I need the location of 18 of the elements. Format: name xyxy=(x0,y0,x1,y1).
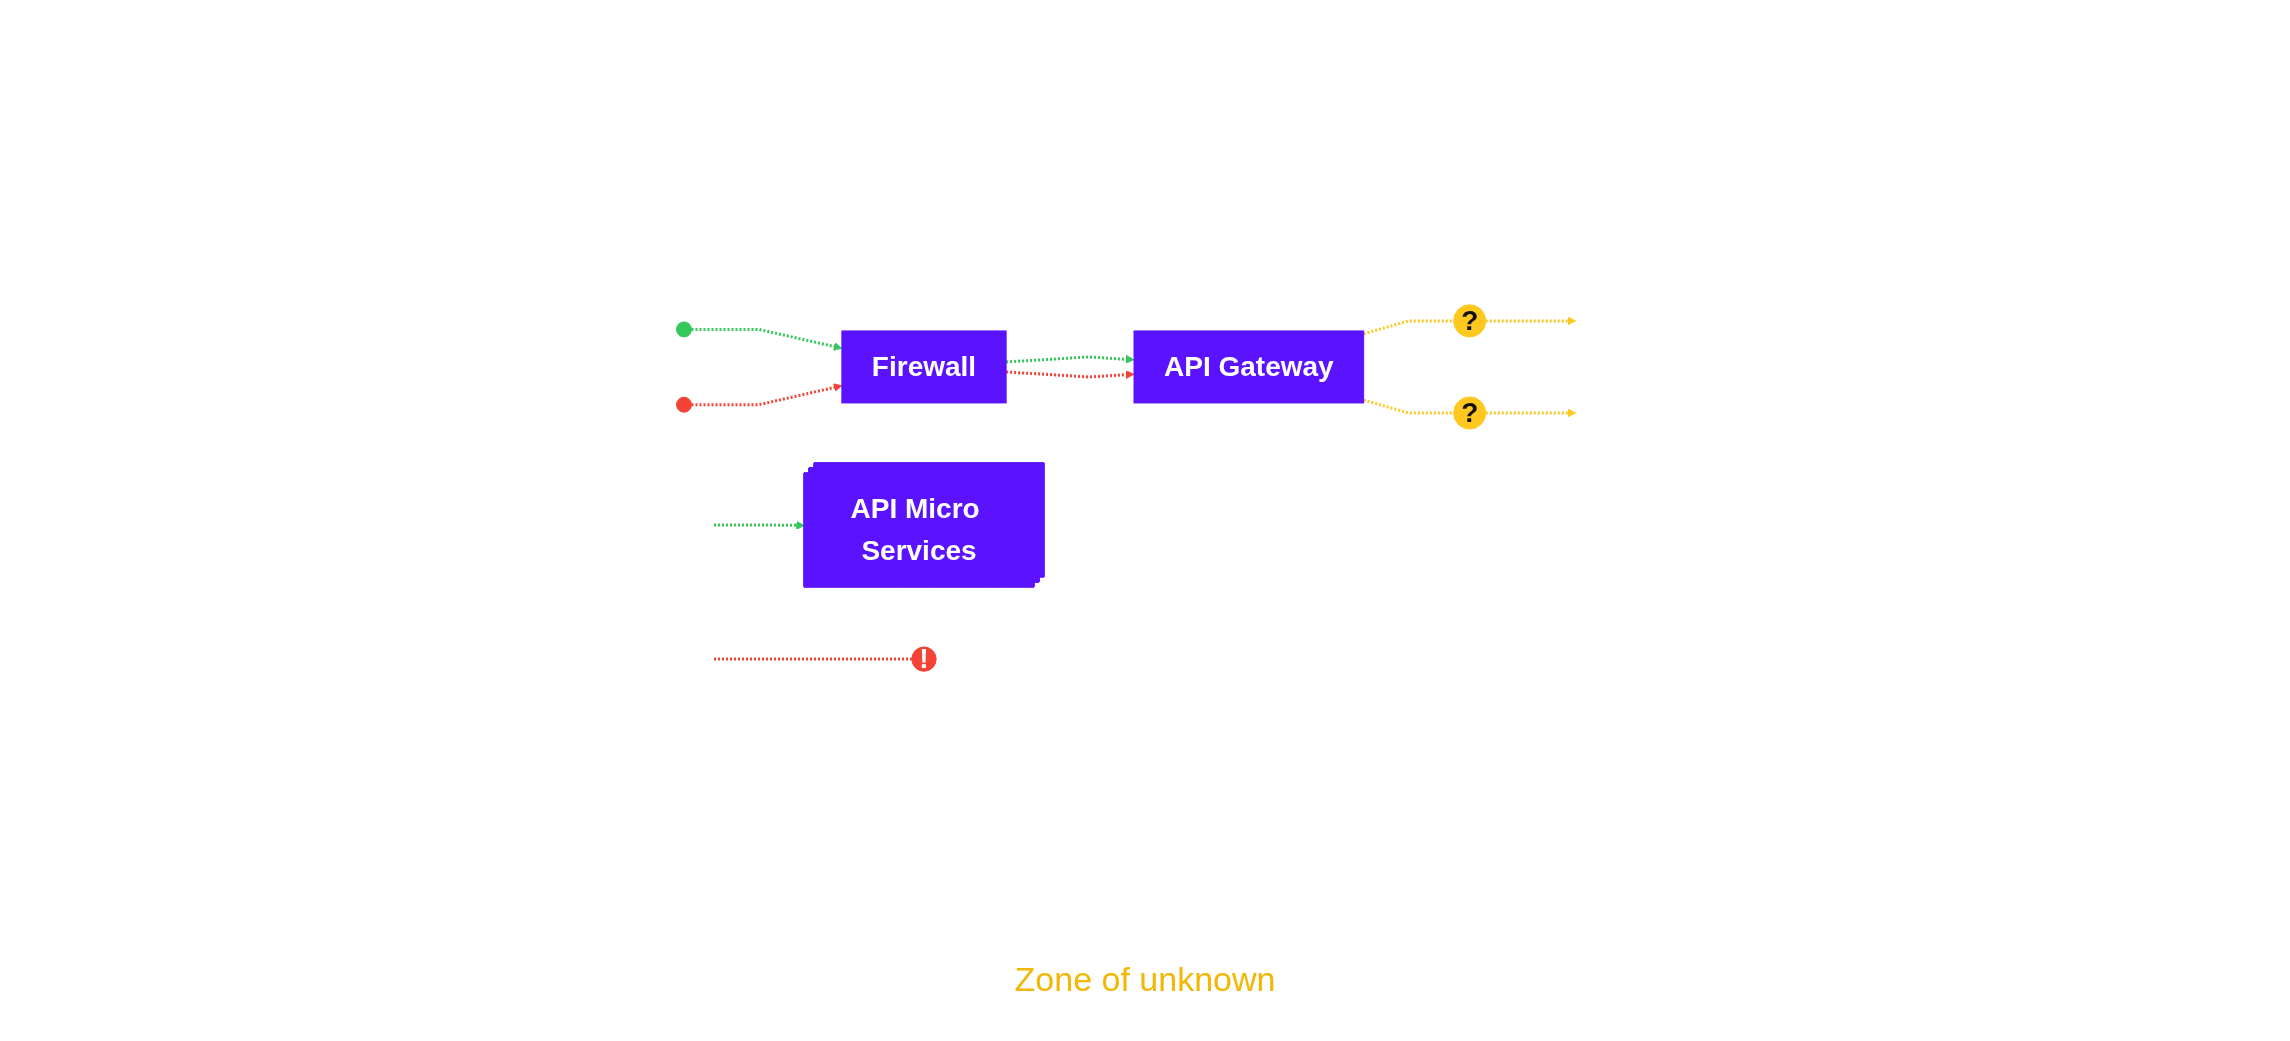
node-box: API Gateway xyxy=(1133,330,1365,404)
arrow xyxy=(1006,354,1135,364)
connector xyxy=(1363,398,1454,415)
node-circle: ? xyxy=(1453,396,1487,430)
node-circle: ! xyxy=(911,646,937,672)
node-box: Firewall xyxy=(841,330,1007,404)
node-person xyxy=(676,321,693,338)
node-circle: ? xyxy=(1453,304,1487,338)
arrow xyxy=(1485,408,1577,418)
node-person xyxy=(676,396,693,413)
arrow xyxy=(691,327,843,351)
connector xyxy=(714,657,912,661)
arrow xyxy=(1006,370,1135,379)
arrow xyxy=(714,520,805,530)
zone-label: Zone of unknown xyxy=(1014,960,1276,998)
connector xyxy=(1363,319,1454,336)
arrow xyxy=(691,383,843,407)
arrow xyxy=(1485,316,1577,326)
